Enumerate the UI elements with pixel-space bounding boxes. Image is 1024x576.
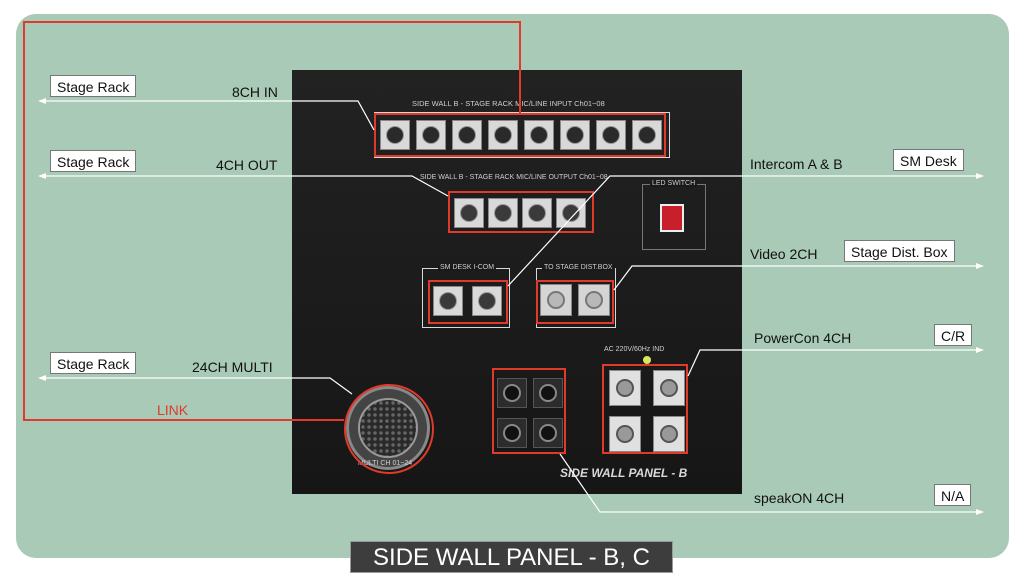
led-switch-label: LED SWITCH <box>650 180 698 187</box>
xlr-input-ch01 <box>380 120 410 150</box>
bnc-video-1 <box>540 284 572 316</box>
xlr-icom-b <box>472 286 502 316</box>
callout-stage-dist-box: Stage Dist. Box <box>844 240 955 262</box>
callout-stage-rack-output: Stage Rack <box>50 150 137 172</box>
xlr-input-ch06 <box>560 120 590 150</box>
mic-input-title: SIDE WALL B - STAGE RACK MIC/LINE INPUT … <box>412 99 605 108</box>
label-powercon: PowerCon 4CH <box>754 330 852 346</box>
xlr-input-ch02 <box>416 120 446 150</box>
label-link: LINK <box>157 402 189 418</box>
callout-stage-rack-input: Stage Rack <box>50 75 137 97</box>
ac-label: AC 220V/60Hz IND <box>604 346 665 353</box>
label-speakon: speakON 4CH <box>754 490 845 506</box>
callout-stage-rack-multi: Stage Rack <box>50 352 137 374</box>
label-video: Video 2CH <box>750 246 818 262</box>
speakon-1 <box>497 378 527 408</box>
xlr-output-ch01 <box>454 198 484 228</box>
xlr-icom-a <box>433 286 463 316</box>
diagram-caption: SIDE WALL PANEL - B, C <box>350 541 673 573</box>
xlr-input-ch08 <box>632 120 662 150</box>
xlr-output-ch02 <box>488 198 518 228</box>
label-24ch-multi: 24CH MULTI <box>192 359 273 375</box>
highlight-icom <box>428 280 508 324</box>
highlight-output <box>448 191 594 233</box>
xlr-output-ch04 <box>556 198 586 228</box>
speakon-3 <box>497 418 527 448</box>
highlight-powercon <box>602 364 688 454</box>
power-led <box>643 356 651 364</box>
panel-name-silk: SIDE WALL PANEL - B <box>560 466 688 480</box>
callout-na: N/A <box>934 484 972 506</box>
label-4ch-out: 4CH OUT <box>216 157 278 173</box>
highlight-multi <box>344 384 434 474</box>
icom-title: SM DESK I-COM <box>438 264 497 271</box>
callout-sm-desk: SM Desk <box>893 149 964 171</box>
xlr-output-ch03 <box>522 198 552 228</box>
highlight-video <box>536 280 614 324</box>
xlr-input-ch03 <box>452 120 482 150</box>
powercon-2 <box>653 370 685 406</box>
highlight-speakon <box>492 368 566 454</box>
powercon-4 <box>653 416 685 452</box>
speakon-2 <box>533 378 563 408</box>
mic-output-title: SIDE WALL B - STAGE RACK MIC/LINE OUTPUT… <box>420 174 608 181</box>
label-intercom: Intercom A & B <box>750 156 843 172</box>
led-switch <box>660 204 684 232</box>
callout-cr: C/R <box>934 324 973 346</box>
highlight-input <box>374 113 666 157</box>
speakon-4 <box>533 418 563 448</box>
bnc-video-2 <box>578 284 610 316</box>
powercon-3 <box>609 416 641 452</box>
powercon-1 <box>609 370 641 406</box>
video-title: TO STAGE DIST.BOX <box>542 264 615 271</box>
xlr-input-ch04 <box>488 120 518 150</box>
label-8ch-in: 8CH IN <box>232 84 278 100</box>
xlr-input-ch07 <box>596 120 626 150</box>
xlr-input-ch05 <box>524 120 554 150</box>
